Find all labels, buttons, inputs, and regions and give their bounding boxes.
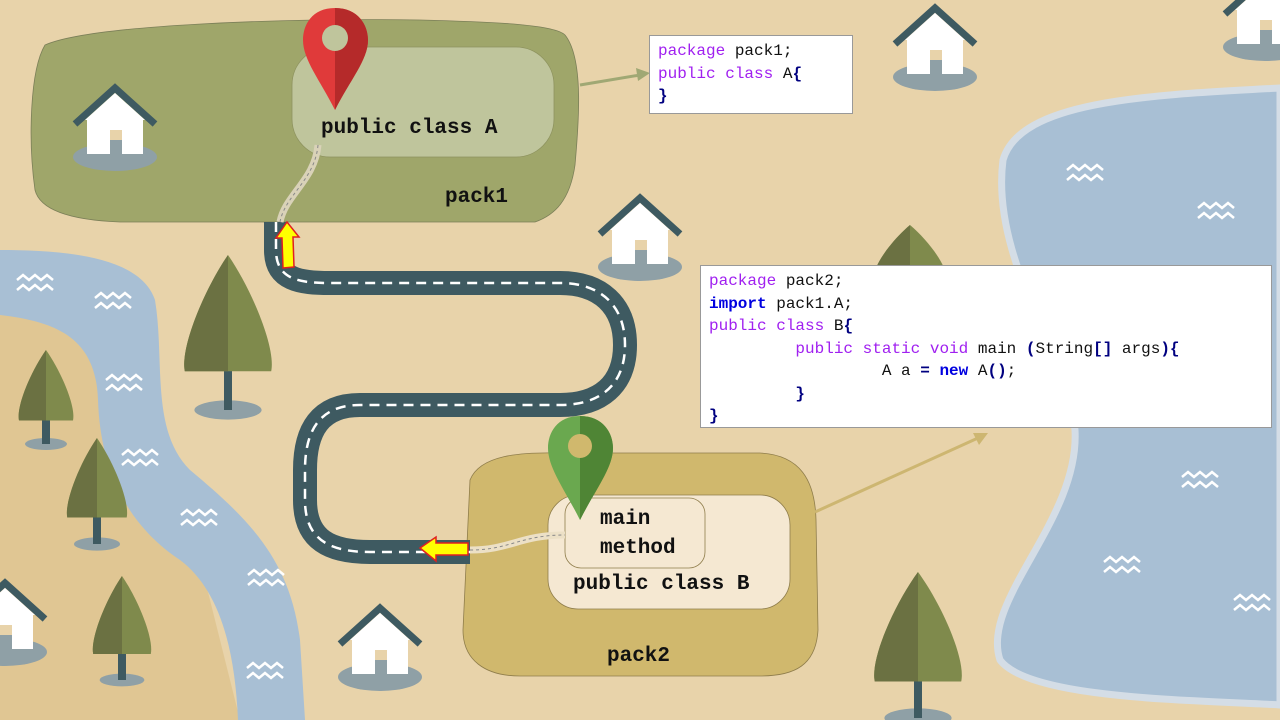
water-wave-icon [180, 508, 218, 527]
code-token [930, 362, 940, 380]
water-wave-icon [94, 291, 132, 310]
code-line: package pack1; [658, 40, 844, 63]
code-token: ; [1006, 362, 1017, 380]
code-token: public class [709, 317, 834, 335]
tree-icon [92, 576, 152, 687]
water-wave-icon [1197, 201, 1235, 220]
code-token: A a [709, 362, 921, 380]
pack1-inner-area [291, 46, 555, 158]
code-line: package pack2; [709, 270, 1263, 293]
house-icon [72, 83, 158, 171]
water-wave-icon [1233, 593, 1271, 612]
code-line: } [709, 383, 1263, 406]
road-centerline [274, 222, 627, 554]
path-to-main [469, 531, 566, 554]
house-icon [597, 193, 683, 281]
code-token: [] [1093, 339, 1113, 358]
map-pin-green-icon [548, 416, 613, 520]
code-box-class-a: package pack1;public class A{} [649, 35, 853, 114]
code-box-class-b: package pack2;import pack1.A;public clas… [700, 265, 1272, 428]
code-line: public static void main (String[] args){ [709, 338, 1263, 361]
code-token: } [795, 384, 806, 403]
code-token: ( [1025, 339, 1036, 358]
house-icon [337, 603, 423, 691]
house-icon [1222, 0, 1280, 61]
up-arrow-icon [274, 220, 301, 269]
water-wave-icon [246, 661, 284, 680]
pointer-head-b [973, 433, 988, 445]
code-token: { [792, 64, 803, 83]
label-main-line1: main [600, 508, 651, 531]
label-class-a: public class A [321, 117, 498, 140]
water-wave-icon [16, 273, 54, 292]
code-line: public class B{ [709, 315, 1263, 338]
code-token: pack2; [785, 272, 844, 290]
code-token [709, 385, 795, 403]
code-line: } [709, 405, 1263, 428]
water-wave-icon [105, 373, 143, 392]
code-line: A a = new A(); [709, 360, 1263, 383]
pointer-to-code-b [814, 436, 979, 514]
water-wave-icon [1066, 163, 1104, 182]
house-icon [0, 578, 48, 666]
label-class-b: public class B [573, 573, 750, 596]
code-token: import [709, 294, 777, 313]
pointer-head-a [636, 68, 650, 81]
code-token: main [977, 339, 1026, 358]
water-wave-icon [247, 568, 285, 587]
code-token: } [709, 407, 719, 425]
tree-icon [184, 255, 272, 420]
code-token: package [658, 42, 735, 60]
tree-icon [874, 572, 962, 720]
code-token: pack1; [734, 42, 793, 60]
code-line: } [658, 85, 844, 108]
code-token: public class [658, 64, 783, 83]
code-line: import pack1.A; [709, 293, 1263, 316]
code-token: } [658, 87, 668, 105]
tree-icon [18, 350, 74, 450]
code-token: () [987, 362, 1007, 380]
left-arrow-icon [418, 535, 469, 563]
river [0, 250, 305, 720]
code-token: package [709, 272, 786, 290]
code-line: public class A{ [658, 63, 844, 86]
map-pin-red-icon [303, 8, 368, 110]
water-wave-icon [121, 448, 159, 467]
pointer-to-code-a [579, 73, 641, 87]
code-token: args [1112, 339, 1161, 358]
code-token: B [833, 317, 844, 335]
code-token: A [977, 362, 988, 380]
code-token: = [920, 362, 930, 380]
code-token: A [782, 64, 793, 83]
house-icon [892, 3, 978, 91]
code-token: ){ [1160, 339, 1180, 358]
path-to-class-a-line [279, 144, 319, 223]
label-pack2: pack2 [607, 645, 671, 668]
water-wave-icon [1103, 555, 1141, 574]
code-token: String [1035, 339, 1094, 358]
code-token: new [939, 362, 978, 380]
water-wave-icon [1181, 470, 1219, 489]
code-token [709, 340, 795, 358]
label-pack1: pack1 [445, 186, 509, 209]
code-token: pack1.A; [776, 294, 854, 313]
label-main-line2: method [600, 537, 676, 560]
code-token: { [843, 317, 854, 335]
code-token: public static void [795, 339, 978, 358]
tree-icon [66, 438, 128, 551]
